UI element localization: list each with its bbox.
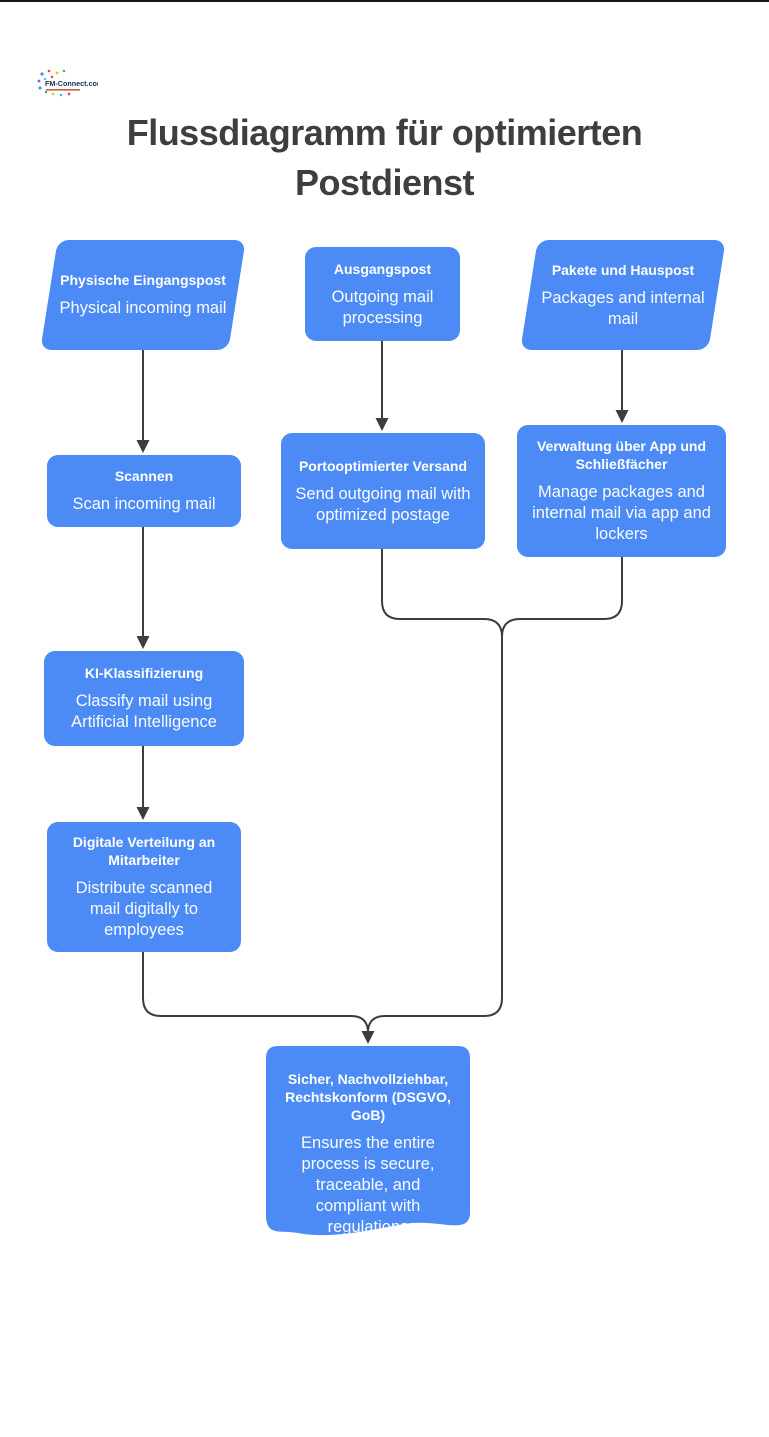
node-title: Digitale Verteilung an Mitarbeiter [72,834,216,868]
node-scannen: Scannen Scan incoming mail [47,455,241,527]
node-portooptimierter-versand: Portooptimierter Versand Send outgoing m… [281,433,485,549]
edge-verwaltung-merge [501,555,623,638]
fm-connect-logo: FM-Connect.com [36,68,103,104]
node-body: Physical incoming mail [59,299,227,317]
fm-connect-logo-text: FM-Connect.com [45,79,98,88]
node-body: Send outgoing mail with optimized postag… [295,484,471,524]
arrowhead [375,418,389,431]
node-title: KI-Klassifizierung [84,665,204,681]
node-shape-rounded-rect [47,822,241,952]
node-body: Classify mail using Artificial Intellige… [71,692,217,731]
node-shape-rounded-rect [281,433,485,549]
arrowhead [615,410,629,423]
node-ausgangspost: Ausgangspost Outgoing mail processing [305,247,460,341]
node-verwaltung-app-schliessfaecher: Verwaltung über App und Schließfächer Ma… [517,425,726,557]
node-title: Ausgangspost [333,260,432,277]
node-shape-document [266,1046,470,1236]
node-shape-parallelogram [40,240,246,350]
edge-merged-to-doc [367,997,503,1032]
page-title-line1: Flussdiagramm für optimierten [126,112,643,154]
node-title: Scannen [114,468,174,484]
node-shape-rounded-rect [305,247,460,341]
node-digitale-verteilung: Digitale Verteilung an Mitarbeiter Distr… [47,822,241,952]
node-body: Scan incoming mail [72,495,216,513]
page-title-line2: Postdienst [294,162,475,204]
node-title: Verwaltung über App und Schließfächer [536,438,707,472]
arrowhead [136,807,150,820]
node-body: Ensures the entire process is secure, tr… [301,1134,435,1236]
edge-verteilung-to-doc [142,950,369,1032]
node-shape-rounded-rect [47,455,241,527]
node-body: Distribute scanned mail digitally to emp… [75,879,213,939]
node-body: Manage packages and internal mail via ap… [532,483,711,543]
node-sicher-nachvollziehbar-rechtskonform: Sicher, Nachvollziehbar, Rechtskonform (… [266,1046,470,1246]
node-shape-rounded-rect [44,651,244,746]
node-pakete-und-hauspost: Pakete und Hauspost Packages and interna… [520,240,726,350]
node-body: Outgoing mail processing [331,287,434,327]
node-title: Pakete und Hauspost [551,261,695,278]
fm-connect-logo-graphic: FM-Connect.com [37,69,103,97]
node-body: Packages and internal mail [541,288,705,328]
edge-porto-merge [381,547,503,638]
arrowhead [361,1031,375,1044]
top-edge-divider [0,0,769,2]
node-title: Portooptimierter Versand [298,457,468,474]
arrowhead [136,636,150,649]
arrowhead [136,440,150,453]
page-title: Flussdiagramm für optimierten Postdienst [0,108,769,208]
node-ki-klassifizierung: KI-Klassifizierung Classify mail using A… [44,651,244,746]
node-title: Physische Eingangspost [60,272,226,288]
node-title: Sicher, Nachvollziehbar, Rechtskonform (… [285,1071,451,1123]
node-physische-eingangspost: Physische Eingangspost Physical incoming… [40,240,246,350]
node-shape-rounded-rect [517,425,726,557]
